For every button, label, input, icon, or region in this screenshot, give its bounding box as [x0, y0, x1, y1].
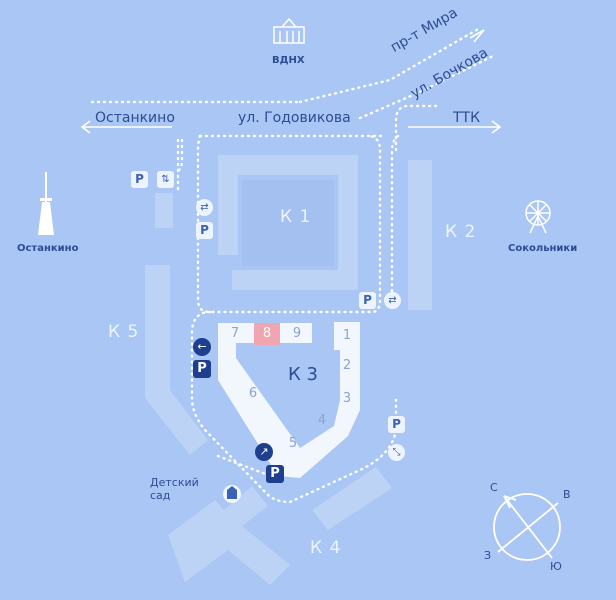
- road-top-right: [394, 104, 442, 152]
- building-k3: [218, 322, 360, 478]
- arrow-mira: [469, 29, 485, 43]
- kindergarten-text: Детский сад: [150, 476, 199, 502]
- parking-icon[interactable]: P: [388, 416, 405, 433]
- building-k3-label: К 3: [288, 364, 318, 385]
- kindergarten-shape: [168, 486, 290, 585]
- building-k1-court: [242, 180, 334, 266]
- section-3: 3: [342, 391, 352, 406]
- compass-south: Ю: [550, 560, 562, 573]
- section-1: 1: [342, 328, 352, 343]
- section-2: 2: [342, 358, 352, 373]
- road-left-spur: [174, 138, 184, 174]
- parking-icon[interactable]: P: [266, 465, 284, 483]
- arrow-up-right-icon[interactable]: ↗: [255, 443, 273, 461]
- tv-tower-icon: [38, 172, 54, 235]
- compass-east: В: [563, 488, 571, 501]
- roads: [90, 26, 497, 504]
- small-block: [155, 193, 173, 228]
- road-mira: [298, 26, 482, 104]
- building-k1-label: К 1: [280, 207, 312, 227]
- section-8-highlight: [254, 323, 280, 345]
- entry-exit-icon[interactable]: ⇅: [157, 171, 174, 188]
- arrow-ostankino: [80, 120, 172, 134]
- building-k5-shape: [145, 265, 208, 455]
- section-9: 9: [292, 326, 302, 341]
- section-8: 8: [262, 326, 272, 341]
- entry-exit-icon[interactable]: ⤡: [388, 444, 405, 461]
- road-ring-k3: [190, 310, 398, 504]
- entry-exit-icon[interactable]: ⇄: [384, 292, 401, 309]
- section-6: 6: [248, 386, 258, 401]
- kindergarten-icon: [223, 485, 241, 503]
- parking-icon[interactable]: P: [196, 222, 213, 239]
- arrow-left-icon[interactable]: ←: [193, 338, 211, 356]
- building-k1-shape: [218, 155, 358, 290]
- arrow-ttk: [408, 120, 502, 134]
- section-4: 4: [317, 413, 327, 428]
- ostankino-label: Останкино: [17, 243, 79, 254]
- road-ostankino-label: Останкино: [95, 110, 175, 126]
- section-5: 5: [288, 436, 298, 451]
- direction-arrows: [80, 29, 502, 134]
- vdnh-label: ВДНХ: [272, 55, 305, 66]
- road-ttk-label: ТТК: [453, 110, 481, 126]
- parking-icon[interactable]: P: [193, 360, 211, 378]
- road-right: [390, 134, 400, 298]
- building-k4-label: К 4: [310, 538, 342, 558]
- building-k3-shape: [218, 322, 360, 478]
- kindergarten-label: Детский сад: [150, 476, 210, 502]
- compass-icon: [493, 493, 561, 561]
- road-bochkova: [358, 53, 497, 120]
- arch-icon: [273, 17, 305, 44]
- compass-north: С: [490, 481, 498, 494]
- entry-exit-icon[interactable]: ⇄: [196, 199, 213, 216]
- section-7: 7: [230, 326, 240, 341]
- building-k2-shape: [408, 160, 432, 310]
- ferris-wheel-icon: [525, 200, 551, 234]
- building-k2-label: К 2: [445, 222, 477, 242]
- compass-west: З: [484, 549, 492, 562]
- building-k5-label: К 5: [108, 322, 140, 342]
- road-inner-k1: [196, 134, 382, 314]
- parking-icon[interactable]: P: [131, 171, 148, 188]
- street-godovikova-label: ул. Годовикова: [238, 110, 351, 126]
- background-buildings: [145, 155, 432, 585]
- building-k4-shape: [312, 467, 392, 530]
- sokolniki-label: Сокольники: [508, 243, 578, 254]
- parking-icon[interactable]: P: [359, 292, 376, 309]
